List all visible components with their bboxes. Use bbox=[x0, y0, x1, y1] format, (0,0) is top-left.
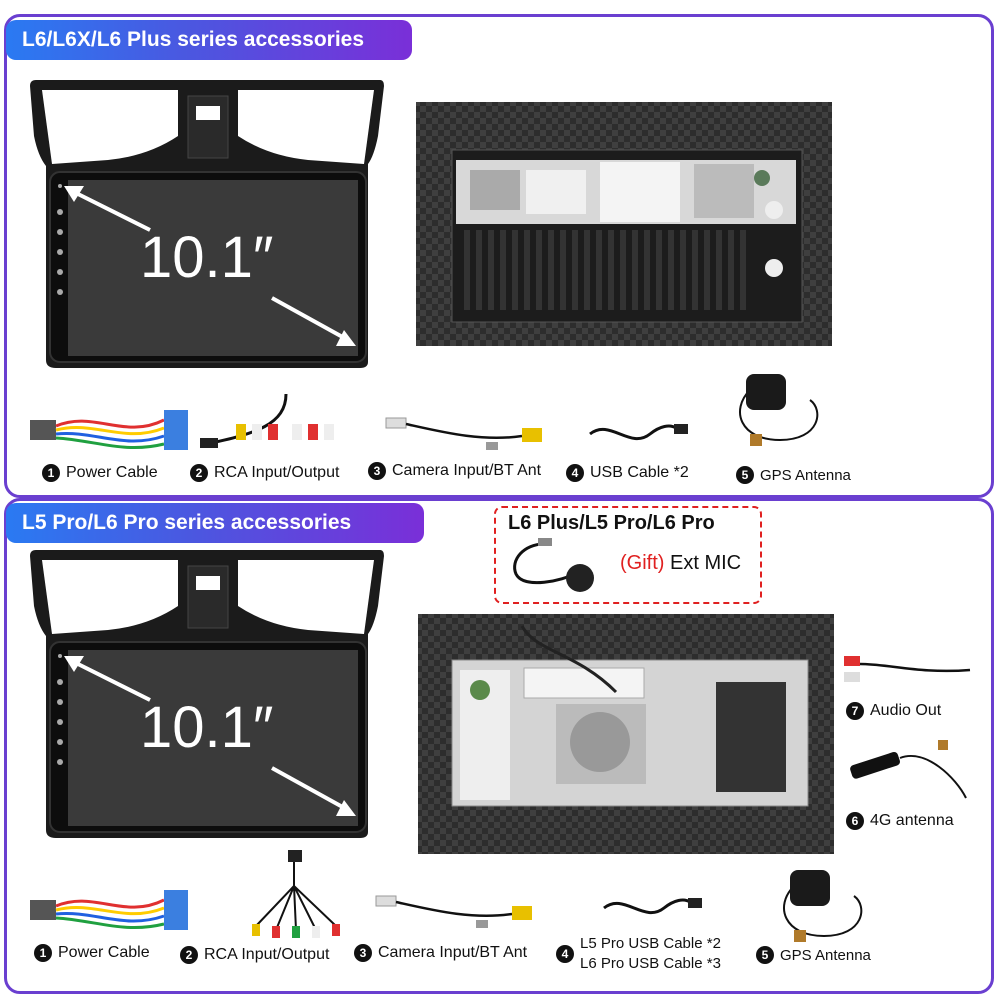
gps-antenna-image bbox=[739, 374, 819, 446]
gps-antenna-image-2 bbox=[783, 870, 863, 942]
gift-item: Ext MIC bbox=[670, 552, 742, 574]
screen-size-label: 10.1″ bbox=[140, 225, 274, 290]
diagonal-arrows bbox=[64, 186, 356, 346]
diagonal-arrows-2 bbox=[64, 656, 356, 816]
rca-cable-image-2 bbox=[252, 850, 340, 938]
usb-cable-image-2 bbox=[603, 898, 702, 915]
power-cable-image bbox=[30, 410, 188, 450]
head-unit-front-image-2 bbox=[30, 550, 384, 838]
4g-antenna-image bbox=[850, 740, 967, 799]
mic-image bbox=[513, 538, 594, 592]
screen-size-label-2: 10.1″ bbox=[140, 695, 274, 760]
section-title-bottom: L5 Pro/L6 Pro series accessories bbox=[6, 503, 424, 543]
head-unit-back-image bbox=[416, 102, 832, 346]
rca-cable-image bbox=[200, 393, 334, 448]
gift-tag: (Gift) bbox=[620, 552, 665, 574]
accessory-label-usb-2: 4 L5 Pro USB Cable *2 L6 Pro USB Cable *… bbox=[556, 934, 721, 974]
audio-out-cable-image bbox=[844, 656, 971, 682]
gift-box bbox=[494, 506, 762, 604]
gift-label: (Gift) Ext MIC bbox=[620, 552, 741, 575]
camera-cable-image bbox=[385, 417, 542, 450]
usb-cable-image bbox=[589, 424, 688, 441]
section-title-top: L6/L6X/L6 Plus series accessories bbox=[6, 20, 412, 60]
usb-label-l6: L6 Pro USB Cable *3 bbox=[580, 955, 721, 972]
usb-label-l5: L5 Pro USB Cable *2 bbox=[580, 935, 721, 952]
gift-models-label: L6 Plus/L5 Pro/L6 Pro bbox=[508, 512, 715, 534]
camera-cable-image-2 bbox=[375, 895, 532, 928]
power-cable-image-2 bbox=[30, 890, 188, 930]
head-unit-back-image-2 bbox=[418, 614, 834, 854]
